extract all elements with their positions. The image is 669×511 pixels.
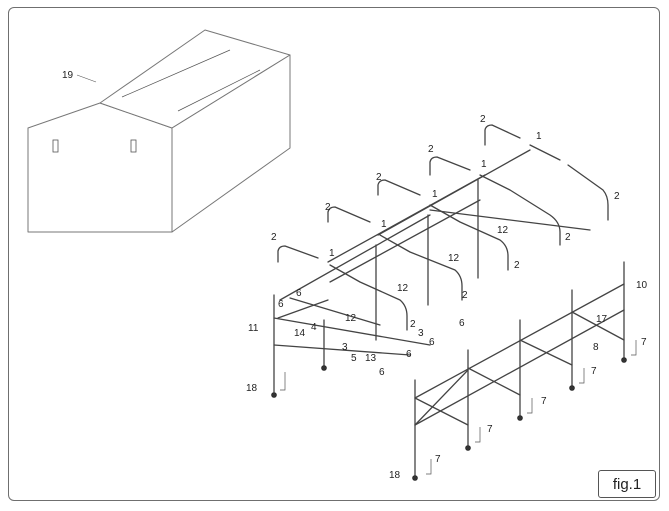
page-border <box>8 7 660 501</box>
callout-7: 7 <box>487 424 493 435</box>
callout-7: 7 <box>591 366 597 377</box>
callout-6: 6 <box>379 367 385 378</box>
callout-18: 18 <box>389 470 401 481</box>
callout-6: 6 <box>278 299 284 310</box>
callout-7: 7 <box>541 396 547 407</box>
callout-12: 12 <box>448 253 460 264</box>
callout-1: 1 <box>481 159 487 170</box>
callout-2: 2 <box>480 114 486 125</box>
callout-17: 17 <box>596 314 608 325</box>
callout-7: 7 <box>435 454 441 465</box>
callout-labels: 19 2 1 2 2 1 2 1 12 2 2 1 12 2 2 1 12 2 … <box>62 70 648 481</box>
callout-13: 13 <box>365 353 377 364</box>
callout-3: 3 <box>418 328 424 339</box>
callout-11: 11 <box>248 323 259 334</box>
callout-1: 1 <box>536 131 542 142</box>
callout-1: 1 <box>381 219 387 230</box>
callout-6: 6 <box>296 288 302 299</box>
callout-2: 2 <box>325 202 331 213</box>
left-side-frame <box>271 179 479 398</box>
callout-2: 2 <box>410 319 416 330</box>
callout-2: 2 <box>271 232 277 243</box>
callout-2: 2 <box>614 191 620 202</box>
canopy-cover-illustration <box>27 29 291 233</box>
callout-12: 12 <box>345 313 357 324</box>
figure-label: fig.1 <box>598 470 656 498</box>
callout-2: 2 <box>428 144 434 155</box>
callout-5: 5 <box>351 353 357 364</box>
callout-3: 3 <box>342 342 348 353</box>
callout-4: 4 <box>311 322 317 333</box>
callout-2: 2 <box>565 232 571 243</box>
callout-12: 12 <box>497 225 509 236</box>
callout-7: 7 <box>641 337 647 348</box>
callout-19: 19 <box>62 70 74 81</box>
callout-12: 12 <box>397 283 409 294</box>
callout-2: 2 <box>376 172 382 183</box>
callout-6: 6 <box>406 349 412 360</box>
roof-arches <box>277 124 609 331</box>
callout-18: 18 <box>246 383 258 394</box>
callout-14: 14 <box>294 328 306 339</box>
callout-8: 8 <box>593 342 599 353</box>
callout-1: 1 <box>329 248 335 259</box>
callout-2: 2 <box>514 260 520 271</box>
callout-1: 1 <box>432 189 438 200</box>
callout-10: 10 <box>636 280 648 291</box>
callout-2: 2 <box>462 290 468 301</box>
callout-6: 6 <box>429 337 435 348</box>
right-side-frame <box>280 261 637 481</box>
callout-6: 6 <box>459 318 465 329</box>
